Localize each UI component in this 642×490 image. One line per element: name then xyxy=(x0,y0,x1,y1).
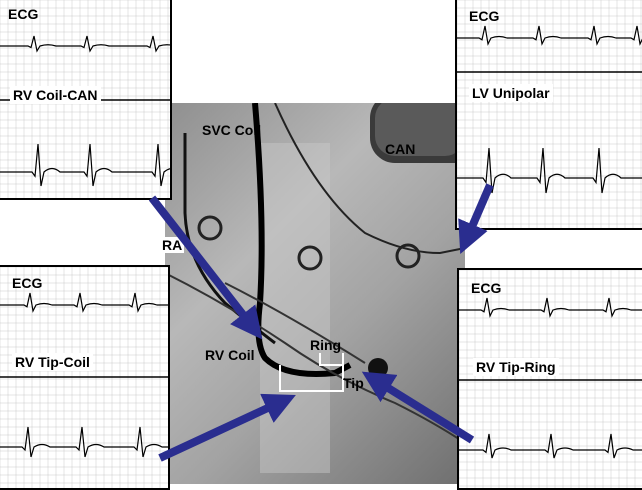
ecg-trace xyxy=(459,297,642,318)
electrode-patch xyxy=(368,358,388,378)
fluoroscopy-image: SVC Coil CAN RA RV Coil Ring Tip xyxy=(160,103,465,484)
ring-label: Ring xyxy=(310,337,342,353)
ecg-label: ECG xyxy=(469,8,500,24)
electrode-patch xyxy=(395,243,421,269)
egm-panel-lv-unipolar: ECG LV Unipolar xyxy=(455,0,642,230)
egm-trace xyxy=(0,143,170,187)
egm-trace xyxy=(457,147,642,194)
egm-traces xyxy=(459,270,642,488)
tip-label: Tip xyxy=(343,375,364,391)
lead-drawing xyxy=(165,103,465,473)
lv-lead xyxy=(274,103,465,255)
ecg-grid xyxy=(457,0,642,228)
rv-coil-bracket xyxy=(279,365,344,392)
ra-label: RA xyxy=(160,237,185,253)
can-label: CAN xyxy=(385,141,416,157)
egm-panel-rv-coil-can: ECG RV Coil-CAN xyxy=(0,0,172,200)
panel-title: RV Tip-Ring xyxy=(473,358,559,376)
egm-panel-rv-tip-ring: ECG RV Tip-Ring xyxy=(457,268,642,490)
egm-trace xyxy=(0,426,168,458)
ecg-grid xyxy=(459,270,642,488)
rv-coil-label: RV Coil xyxy=(205,347,255,363)
egm-trace xyxy=(459,433,642,459)
egm-panel-rv-tip-coil: ECG RV Tip-Coil xyxy=(0,265,170,490)
svc-coil-label: SVC Coil xyxy=(202,122,262,138)
panel-title: RV Coil-CAN xyxy=(10,86,101,104)
electrode-patch xyxy=(297,245,323,271)
ecg-trace xyxy=(0,35,170,53)
ecg-label: ECG xyxy=(8,6,39,22)
panel-title: LV Unipolar xyxy=(469,84,553,102)
panel-title: RV Tip-Coil xyxy=(12,353,93,371)
ecg-trace xyxy=(0,292,168,313)
egm-traces xyxy=(0,267,168,488)
egm-traces xyxy=(457,0,642,228)
ecg-label: ECG xyxy=(471,280,502,296)
electrode-patch xyxy=(197,215,223,241)
ecg-label: ECG xyxy=(12,275,43,291)
ecg-trace xyxy=(457,25,642,46)
ring-bracket xyxy=(319,353,344,366)
